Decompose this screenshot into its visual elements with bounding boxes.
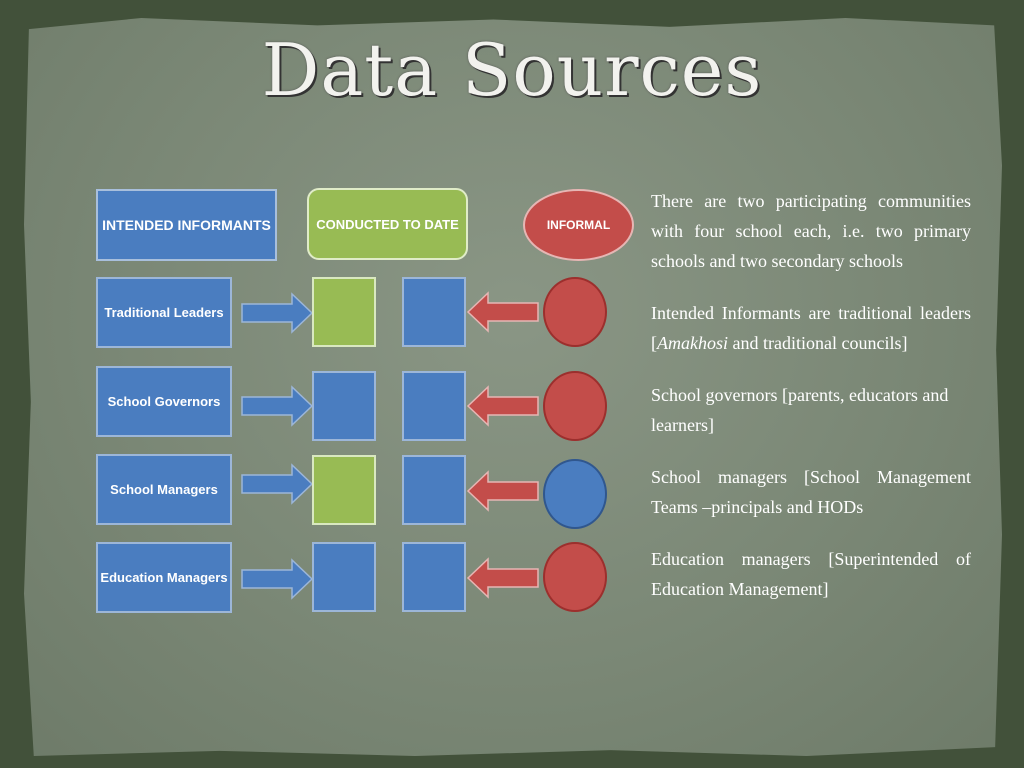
header-conducted-to-date-label: CONDUCTED TO DATE: [316, 216, 459, 232]
informal-circle-education-managers: [543, 542, 607, 612]
row-label-box-school-managers: School Managers: [96, 454, 232, 525]
informal-circle-school-managers: [543, 459, 607, 529]
informal-square-school-governors: [402, 371, 466, 441]
left-arrow-icon: [466, 470, 539, 512]
header-informal-label: INFORMAL: [546, 218, 611, 232]
right-arrow-icon: [241, 558, 314, 600]
left-arrow-icon: [466, 557, 539, 599]
row-label-school-managers: School Managers: [110, 482, 218, 497]
header-informal: INFORMAL: [523, 189, 634, 261]
informal-square-school-managers: [402, 455, 466, 525]
row-label-traditional-leaders: Traditional Leaders: [104, 305, 224, 320]
row-label-box-traditional-leaders: Traditional Leaders: [96, 277, 232, 348]
right-arrow-icon: [241, 463, 314, 505]
informal-square-education-managers: [402, 542, 466, 612]
left-arrow-icon: [466, 291, 539, 333]
right-arrow-icon: [241, 385, 314, 427]
paragraph-education-managers: Education managers [Superintended of Edu…: [651, 549, 971, 599]
row-label-box-school-governors: School Governors: [96, 366, 232, 437]
paragraph-intended-informants-b: and traditional councils]: [728, 333, 908, 353]
paragraph-intended-informants-a: Intended Informants are traditional lead…: [651, 303, 971, 353]
informal-circle-school-governors: [543, 371, 607, 441]
row-label-education-managers: Education Managers: [100, 570, 228, 585]
paragraph-intended-informants-em: Amakhosi: [657, 333, 728, 353]
paragraph-communities: There are two participating communities …: [651, 191, 971, 271]
header-intended-informants-label: INTENDED INFORMANTS: [102, 217, 271, 233]
conducted-square-traditional-leaders: [312, 277, 376, 347]
informal-circle-traditional-leaders: [543, 277, 607, 347]
left-arrow-icon: [466, 385, 539, 427]
paragraph-intended-informants: Intended Informants are traditional lead…: [651, 298, 971, 358]
informal-square-traditional-leaders: [402, 277, 466, 347]
right-arrow-icon: [241, 292, 314, 334]
paragraph-school-managers: School managers [School Management Teams…: [651, 467, 971, 517]
conducted-square-school-managers: [312, 455, 376, 525]
paragraph-school-governors: School governors [parents, educators and…: [651, 385, 949, 435]
row-label-box-education-managers: Education Managers: [96, 542, 232, 613]
page-title: Data Sources: [261, 28, 763, 112]
conducted-square-education-managers: [312, 542, 376, 612]
conducted-square-school-governors: [312, 371, 376, 441]
header-conducted-to-date: CONDUCTED TO DATE: [307, 188, 468, 260]
header-intended-informants: INTENDED INFORMANTS: [96, 189, 277, 261]
row-label-school-governors: School Governors: [107, 394, 221, 409]
description-text: There are two participating communities …: [651, 186, 971, 626]
